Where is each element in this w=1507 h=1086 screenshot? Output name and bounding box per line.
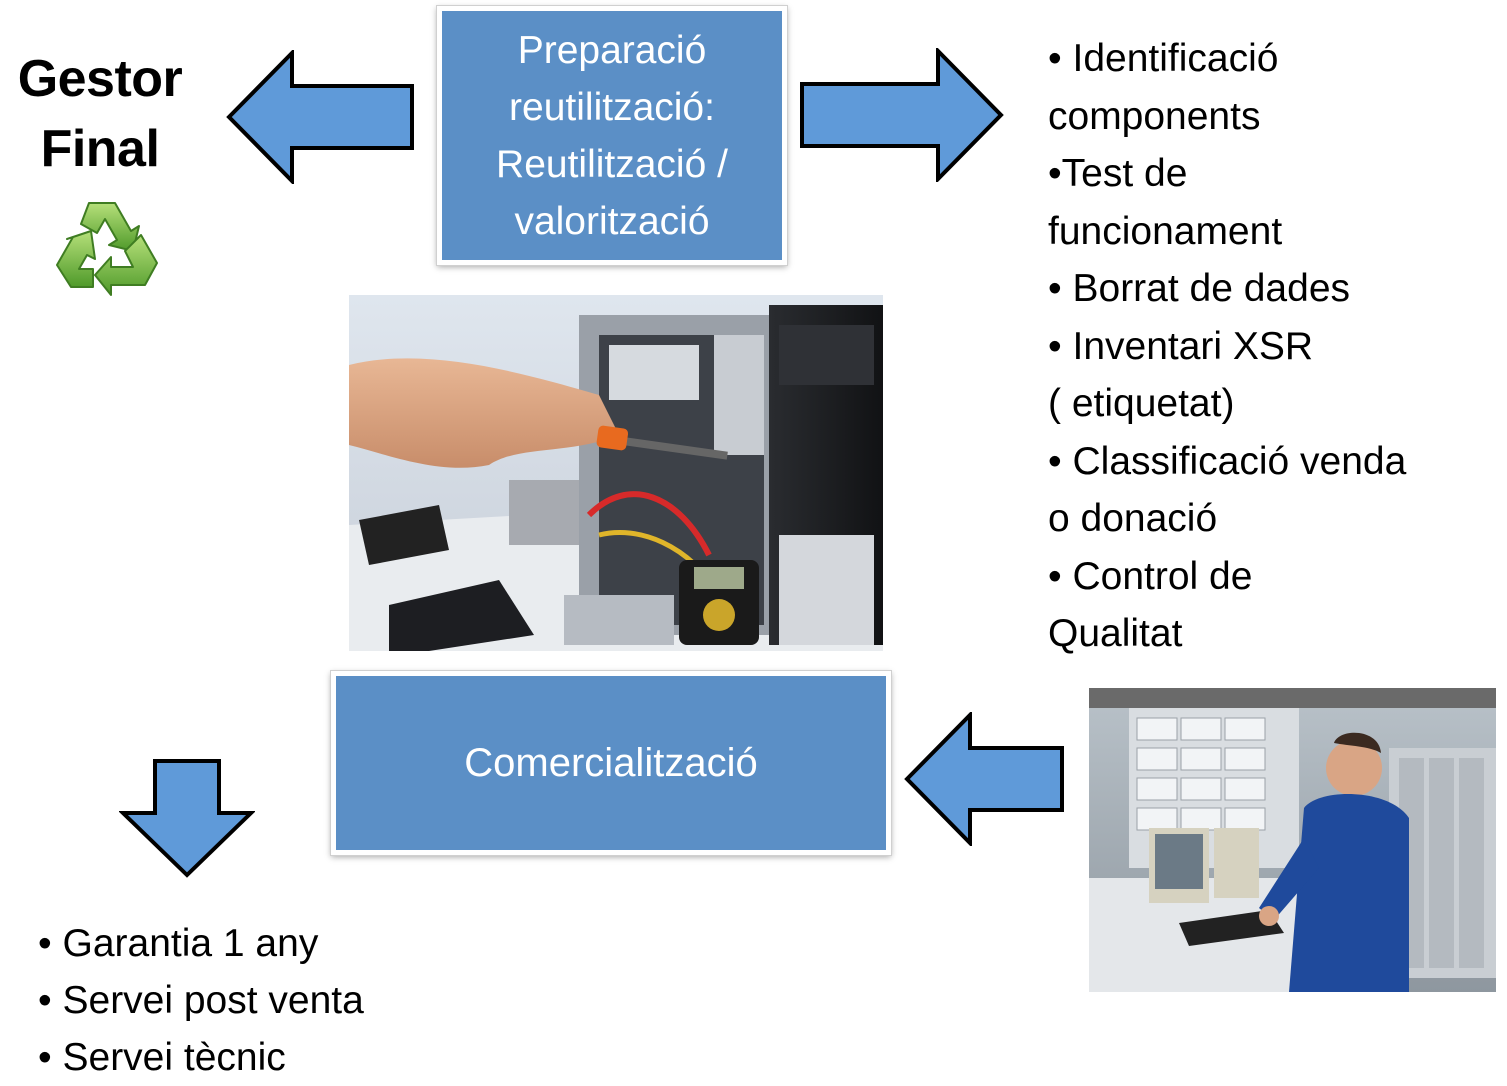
steps-list-item: • Identificació: [1048, 37, 1279, 80]
steps-list-item: • Control de: [1048, 554, 1253, 598]
steps-list-item: o donació: [1048, 497, 1218, 540]
steps-list-item: Qualitat: [1048, 612, 1183, 655]
steps-list-item: ( etiquetat): [1048, 382, 1235, 425]
services-list: • Garantia 1 any • Servei post venta • S…: [38, 915, 364, 1086]
commercialization-label: Comercialització: [464, 740, 758, 785]
preparation-line-2: reutilització:: [509, 85, 715, 129]
steps-list-item: • Inventari XSR: [1048, 324, 1314, 368]
arrow-left-bottom: [904, 712, 1064, 846]
steps-list-item: components: [1048, 94, 1261, 138]
services-list-item: • Servei tècnic: [38, 1036, 286, 1079]
steps-list-item: •Test de: [1048, 152, 1188, 195]
gestor-final-line-2: Final: [40, 120, 160, 178]
arrow-left-top: [226, 50, 414, 184]
preparation-line-3: Reutilització /: [496, 142, 728, 186]
gestor-final-label: Gestor Final: [10, 44, 190, 184]
arrow-down: [119, 759, 255, 878]
worker-photo: [1089, 688, 1496, 992]
services-list-item: • Servei post venta: [38, 979, 364, 1022]
steps-list-item: • Classificació venda: [1048, 439, 1407, 483]
recycle-icon: [56, 202, 158, 296]
steps-list-item: funcionament: [1048, 209, 1283, 253]
gestor-final-line-1: Gestor: [17, 50, 183, 108]
technician-photo: [349, 295, 883, 651]
preparation-box-text: Preparació reutilització: Reutilització …: [478, 22, 746, 250]
steps-list: • Identificació components •Test de func…: [1048, 30, 1498, 663]
steps-list-item: • Borrat de dades: [1048, 267, 1351, 310]
services-list-item: • Garantia 1 any: [38, 922, 319, 965]
preparation-line-4: valorització: [514, 199, 710, 243]
commercialization-box: Comercialització: [330, 670, 892, 856]
arrow-right-top: [800, 48, 1004, 182]
preparation-box: Preparació reutilització: Reutilització …: [436, 5, 788, 266]
preparation-line-1: Preparació: [517, 28, 707, 72]
